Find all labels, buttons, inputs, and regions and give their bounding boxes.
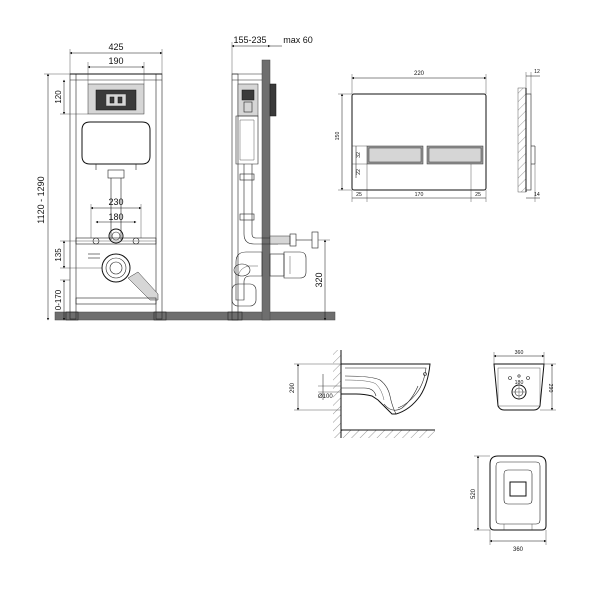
dim-bowl-length: 520 (471, 488, 477, 499)
frame-front-view (65, 73, 167, 321)
dim-frame-width: 425 (108, 42, 123, 52)
dim-button-center: 170 (415, 192, 424, 198)
dim-pipe-diameter: Ø100 (318, 394, 333, 400)
bowl-side-view (333, 350, 435, 438)
dim-top-offset: 120 (54, 90, 63, 104)
dim-bowl-bolts: 180 (515, 380, 524, 386)
dim-margin-right: 25 (475, 192, 481, 198)
flush-button-front (351, 93, 487, 191)
dim-key-height: 32 (356, 152, 362, 158)
button-dimensions: 220 150 32 22 25 170 25 (335, 71, 487, 202)
dim-thickness-top: 12 (534, 69, 540, 75)
frame-side-view (227, 59, 319, 321)
bowl-top-view (489, 455, 547, 531)
bowl-top-dimensions: 520 360 (471, 455, 547, 553)
button-side-dimensions: 12 14 (525, 69, 540, 202)
dim-bottom-offset: 22 (356, 169, 362, 175)
dim-outlet-height: 320 (314, 272, 324, 287)
dim-bolt-inner: 180 (108, 212, 123, 222)
frame-dimensions: 425 190 120 1120 - 1290 230 180 135 0-17… (36, 42, 163, 321)
dim-bowl-height: 290 (290, 382, 296, 393)
dim-bowl-top-width: 360 (513, 547, 524, 553)
dim-frame-height: 1120 - 1290 (36, 176, 46, 223)
dim-drain-height: 135 (54, 248, 63, 262)
dim-plate-width: 190 (108, 56, 123, 66)
dim-button-width: 220 (414, 71, 425, 77)
dim-margin-left: 25 (356, 192, 362, 198)
bowl-back-view (493, 363, 545, 411)
floor (54, 311, 336, 321)
side-dimensions: 155-235 max 60 320 (231, 35, 330, 321)
dim-thickness-bottom: 14 (534, 192, 540, 198)
flush-button-side (517, 87, 536, 193)
dim-adjust: 0-170 (54, 289, 63, 310)
dim-bowl-back-width: 360 (515, 350, 524, 356)
bowl-side-dimensions: 290 Ø100 (290, 363, 341, 411)
dim-bolt-outer: 230 (108, 197, 123, 207)
dim-button-height: 150 (335, 132, 341, 141)
dim-frame-depth: 155-235 (233, 35, 266, 45)
bowl-back-dimensions: 360 290 180 (493, 350, 556, 411)
dim-max: max 60 (283, 35, 313, 45)
dim-bowl-back-height: 290 (547, 384, 553, 393)
